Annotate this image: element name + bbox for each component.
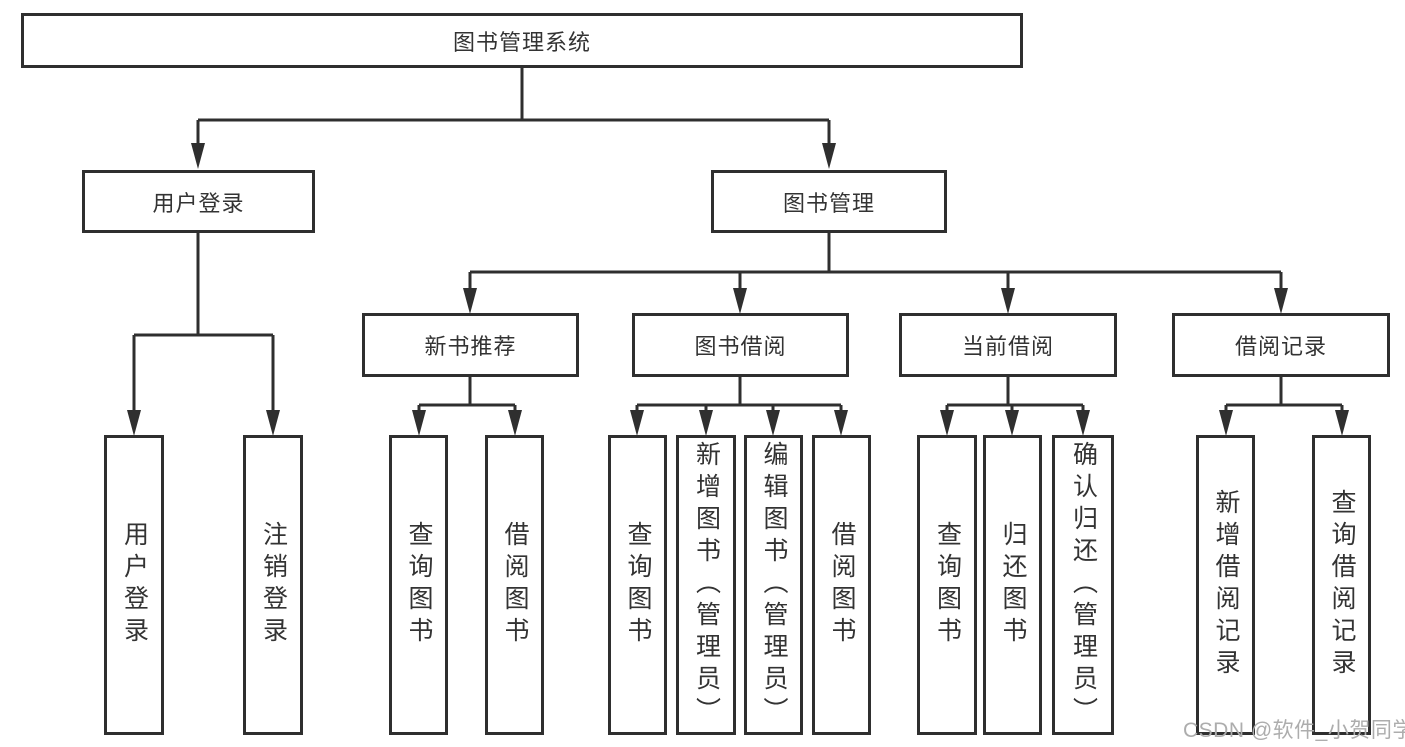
- node-book-management: 图书管理: [711, 170, 947, 233]
- node-book-borrow: 图书借阅: [632, 313, 849, 377]
- node-root-system-label: 图书管理系统: [452, 29, 591, 55]
- leaf-new-recommend-query-book: 查询图书: [389, 435, 448, 735]
- node-current-borrow-label: 当前借阅: [961, 334, 1054, 359]
- leaf-record-query-borrow-record-label: 查询借阅记录: [1328, 489, 1356, 681]
- leaf-current-return-book: 归还图书: [983, 435, 1042, 735]
- connector-user-login-group: [127, 233, 280, 436]
- leaf-record-add-borrow-record: 新增借阅记录: [1196, 435, 1255, 735]
- leaf-new-recommend-query-book-label: 查询图书: [405, 521, 433, 649]
- leaf-new-recommend-borrow-book: 借阅图书: [485, 435, 544, 735]
- connector-borrow-record-group: [1219, 377, 1349, 436]
- csdn-watermark: CSDN @软件_小贺同学: [1183, 719, 1405, 742]
- leaf-borrow-edit-book-admin-label: 编辑图书（管理员）: [760, 441, 788, 729]
- connector-new-book-group: [412, 377, 522, 436]
- connector-current-borrow-group: [940, 377, 1090, 436]
- leaf-borrow-add-book-admin: 新增图书（管理员）: [676, 435, 736, 735]
- leaf-logout-login-label: 注销登录: [259, 521, 288, 649]
- connector-book-management-to-level3: [463, 233, 1288, 314]
- leaf-borrow-edit-book-admin: 编辑图书（管理员）: [744, 435, 803, 735]
- connector-book-borrow-group: [630, 377, 848, 436]
- leaf-borrow-add-book-admin-label: 新增图书（管理员）: [692, 441, 721, 729]
- connector-root-to-level2: [191, 68, 836, 169]
- node-new-book-recommend-label: 新书推荐: [424, 334, 517, 359]
- leaf-record-query-borrow-record: 查询借阅记录: [1312, 435, 1371, 735]
- node-borrow-record-label: 借阅记录: [1234, 334, 1327, 359]
- leaf-current-confirm-return-admin: 确认归还（管理员）: [1052, 435, 1114, 735]
- node-book-borrow-label: 图书借阅: [694, 334, 787, 359]
- leaf-current-query-book: 查询图书: [917, 435, 977, 735]
- leaf-new-recommend-borrow-book-label: 借阅图书: [501, 521, 529, 649]
- node-borrow-record: 借阅记录: [1172, 313, 1390, 377]
- leaf-borrow-query-book: 查询图书: [608, 435, 667, 735]
- leaf-borrow-query-book-label: 查询图书: [624, 521, 652, 649]
- node-new-book-recommend: 新书推荐: [362, 313, 579, 377]
- leaf-current-query-book-label: 查询图书: [933, 521, 962, 649]
- leaf-user-login: 用户登录: [104, 435, 164, 735]
- leaf-record-add-borrow-record-label: 新增借阅记录: [1212, 489, 1240, 681]
- leaf-user-login-label: 用户登录: [120, 521, 149, 649]
- node-user-login: 用户登录: [82, 170, 315, 233]
- leaf-current-return-book-label: 归还图书: [999, 521, 1027, 649]
- leaf-borrow-borrow-book-label: 借阅图书: [828, 521, 856, 649]
- leaf-borrow-borrow-book: 借阅图书: [812, 435, 871, 735]
- node-user-login-label: 用户登录: [152, 190, 245, 216]
- leaf-current-confirm-return-admin-label: 确认归还（管理员）: [1069, 441, 1098, 729]
- node-root-system: 图书管理系统: [21, 13, 1023, 68]
- node-book-management-label: 图书管理: [782, 190, 875, 216]
- node-current-borrow: 当前借阅: [899, 313, 1117, 377]
- leaf-logout-login: 注销登录: [243, 435, 303, 735]
